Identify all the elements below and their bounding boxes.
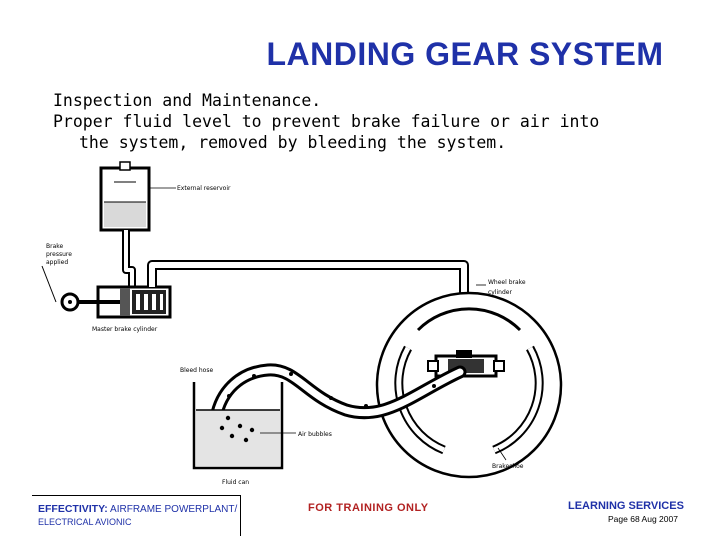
effectivity-value-1: AIRFRAME POWERPLANT/ xyxy=(110,504,238,515)
label-wheel-brake-1: Wheel brake xyxy=(488,279,526,286)
body-line-1: Inspection and Maintenance. xyxy=(53,91,322,110)
master-cylinder xyxy=(41,265,172,319)
label-master-cylinder: Master brake cylinder xyxy=(92,326,158,333)
wheel-brake xyxy=(375,291,563,479)
effectivity-line-1: EFFECTIVITY: AIRFRAME POWERPLANT/ xyxy=(38,503,237,515)
body-line-2: Proper fluid level to prevent brake fail… xyxy=(53,112,600,131)
label-fluid-can: Fluid can xyxy=(222,479,249,486)
label-brake-pressure-2: pressure xyxy=(46,251,72,258)
label-brake-shoe: Brakeshoe xyxy=(492,463,524,470)
leader-lines xyxy=(149,187,507,461)
reservoir-pipe xyxy=(122,230,136,288)
effectivity-line-2: ELECTRICAL AVIONIC xyxy=(38,517,132,527)
brake-bleeding-diagram: External reservoir Brake pressure applie… xyxy=(41,161,563,486)
label-brake-pressure-3: applied xyxy=(46,259,68,266)
label-air-bubbles: Air bubbles xyxy=(298,431,332,438)
body-text: Inspection and Maintenance. Proper fluid… xyxy=(53,90,599,153)
label-wheel-brake-2: cylinder xyxy=(488,289,512,296)
label-bleed-hose: Bleed hose xyxy=(180,367,213,374)
body-line-3: the system, removed by bleeding the syst… xyxy=(79,133,507,152)
diagram-labels: External reservoir Brake pressure applie… xyxy=(46,185,526,486)
fluid-can xyxy=(192,382,284,470)
learning-services: LEARNING SERVICES xyxy=(568,500,684,512)
page-title: LANDING GEAR SYSTEM xyxy=(266,36,664,72)
label-external-reservoir: External reservoir xyxy=(177,185,231,192)
label-brake-pressure-1: Brake xyxy=(46,243,64,250)
effectivity-box xyxy=(32,495,241,536)
page-date: Page 68 Aug 2007 xyxy=(608,514,678,524)
external-reservoir xyxy=(99,161,151,232)
bleed-hose xyxy=(205,363,467,447)
footer: EFFECTIVITY: AIRFRAME POWERPLANT/ ELECTR… xyxy=(0,495,720,540)
training-notice: FOR TRAINING ONLY xyxy=(308,502,429,514)
effectivity-label: EFFECTIVITY: xyxy=(38,503,108,515)
